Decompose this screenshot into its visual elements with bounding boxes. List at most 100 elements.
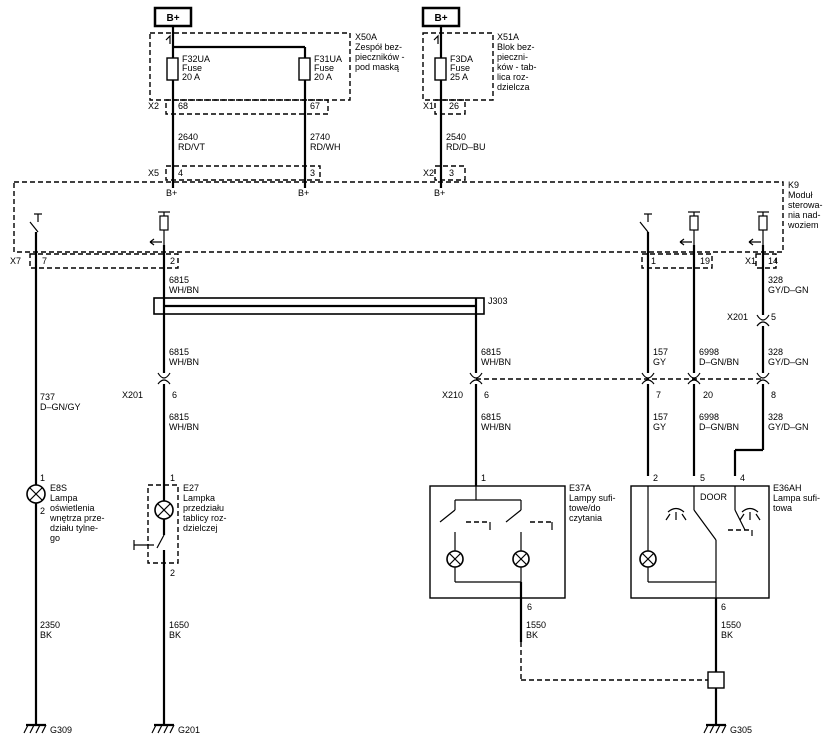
x2-k9-pin-3: 3 — [449, 168, 454, 178]
e36ah-pin-6: 6 — [721, 602, 726, 612]
k9-desc-5: woziem — [787, 220, 819, 230]
x51a-desc-5: dzielcza — [497, 82, 530, 92]
e27-desc-1: E27 — [183, 483, 199, 493]
w157-a-color: GY — [653, 357, 666, 367]
w328-c-num: 328 — [768, 412, 783, 422]
w6815-e-color: WH/BN — [481, 422, 511, 432]
supply-bplus-left: B+ — [153, 6, 193, 28]
x50a-id: X50A — [355, 32, 377, 42]
wire-2540-num: 2540 — [446, 132, 466, 142]
x201-left-pin: 6 — [172, 390, 177, 400]
w6998-b-color: D–GN/BN — [699, 422, 739, 432]
w6815-a-num: 6815 — [169, 275, 189, 285]
x51a-id: X51A — [497, 32, 519, 42]
fuse-f3da — [434, 57, 447, 81]
ground-g201: G201 — [151, 723, 200, 735]
e37a-desc-1: E37A — [569, 483, 591, 493]
x2-pin-67: 67 — [310, 101, 320, 111]
x51a-desc-1: Blok bez- — [497, 42, 535, 52]
f31-label-2: Fuse — [314, 63, 334, 73]
w328-b-color: GY/D–GN — [768, 357, 809, 367]
fuse-f32ua — [166, 57, 179, 81]
lamp-e36ah: DOOR 2 5 4 6 E36AH Lampa sufi- towa 1550… — [630, 473, 820, 725]
e27-desc-4: tablicy roz- — [183, 513, 227, 523]
x1-pin-26: 26 — [449, 101, 459, 111]
w157-b-color: GY — [653, 422, 666, 432]
e8s-desc-2: Lampa — [50, 493, 78, 503]
k9-desc-2: Moduł — [788, 190, 813, 200]
j303-label: J303 — [488, 296, 508, 306]
e27-desc-2: Lampka — [183, 493, 215, 503]
w1550-a-color: BK — [526, 630, 538, 640]
w2350-num: 2350 — [40, 620, 60, 630]
k9-bplus-3: B+ — [434, 188, 445, 198]
supply-label: B+ — [166, 13, 179, 24]
e37a-desc-3: towe/do — [569, 503, 601, 513]
k9-pin-19: 19 — [700, 256, 710, 266]
e27-desc-3: przedziału — [183, 503, 224, 513]
f31-label-3: 20 A — [314, 72, 332, 82]
w6815-c-color: WH/BN — [169, 422, 199, 432]
e37a-pin-6: 6 — [527, 602, 532, 612]
w157-a-num: 157 — [653, 347, 668, 357]
x210-pin-6: 6 — [484, 390, 489, 400]
k9-bplus-1: B+ — [166, 188, 177, 198]
x2-label: X2 — [148, 101, 159, 111]
w1550-b-num: 1550 — [721, 620, 741, 630]
fuse-block-x51a: X51A Blok bez- pieczni- ków - tab- lica … — [422, 26, 537, 101]
connector-x210: X210 6 7 20 8 — [442, 372, 776, 400]
x210-pin-20: 20 — [703, 390, 713, 400]
e8s-pin-1: 1 — [40, 473, 45, 483]
k9-pin-1: 1 — [651, 256, 656, 266]
e8s-desc-1: E8S — [50, 483, 67, 493]
w737-num: 737 — [40, 392, 55, 402]
supply-bplus-right: B+ — [421, 6, 461, 28]
ground-label: G201 — [178, 725, 200, 735]
k9-desc-1: K9 — [788, 180, 799, 190]
x1-k9-pin-14: 14 — [768, 256, 778, 266]
wire-2740-num: 2740 — [310, 132, 330, 142]
e36ah-pin-4: 4 — [740, 473, 745, 483]
f31-label-1: F31UA — [314, 54, 342, 64]
w1550-a-num: 1550 — [526, 620, 546, 630]
w1650-num: 1650 — [169, 620, 189, 630]
w6998-b-num: 6998 — [699, 412, 719, 422]
e36ah-desc-2: Lampa sufi- — [773, 493, 820, 503]
x50a-desc-3: pod maską — [355, 62, 399, 72]
lamp-e8s: 1 2 E8S Lampa oświetlenia wnętrza prze- … — [26, 473, 105, 725]
ground-g305: G305 — [703, 723, 752, 735]
k9-desc-3: sterowa- — [788, 200, 823, 210]
w6815-c-num: 6815 — [169, 412, 189, 422]
splice-j303: J303 — [153, 296, 508, 315]
x5-pin-3: 3 — [310, 168, 315, 178]
e36ah-desc-1: E36AH — [773, 483, 802, 493]
e27-desc-5: dzielczej — [183, 523, 218, 533]
e36ah-pin-5: 5 — [700, 473, 705, 483]
w1550-b-color: BK — [721, 630, 733, 640]
e37a-desc-4: czytania — [569, 513, 602, 523]
f32-label-2: Fuse — [182, 63, 202, 73]
e27-pin-2: 2 — [170, 568, 175, 578]
x7-pin-7: 7 — [42, 256, 47, 266]
wire-2640-color: RD/VT — [178, 142, 206, 152]
x51a-desc-4: lica roz- — [497, 72, 529, 82]
connector-x1-x51a: X1 26 — [423, 99, 466, 115]
w6815-a-color: WH/BN — [169, 285, 199, 295]
w2350-color: BK — [40, 630, 52, 640]
wire-2540-color: RD/D–BU — [446, 142, 486, 152]
wire-2640-num: 2640 — [178, 132, 198, 142]
top-wires: 2640 RD/VT 2740 RD/WH 2540 RD/D–BU — [171, 80, 486, 188]
x201-right-label: X201 — [727, 312, 748, 322]
w328-c-color: GY/D–GN — [768, 422, 809, 432]
w6815-d-color: WH/BN — [481, 357, 511, 367]
x210-pin-7: 7 — [656, 390, 661, 400]
dome-light-icon — [739, 507, 761, 521]
x201-right-pin: 5 — [771, 312, 776, 322]
f32-label-1: F32UA — [182, 54, 210, 64]
e36ah-pin-2: 2 — [653, 473, 658, 483]
dome-light-icon — [665, 507, 687, 521]
x2-pin-68: 68 — [178, 101, 188, 111]
lamp-e37a: 1 6 E37A Lampy sufi- towe/do czytania 15… — [429, 473, 616, 642]
w157-b-num: 157 — [653, 412, 668, 422]
x5-label: X5 — [148, 168, 159, 178]
